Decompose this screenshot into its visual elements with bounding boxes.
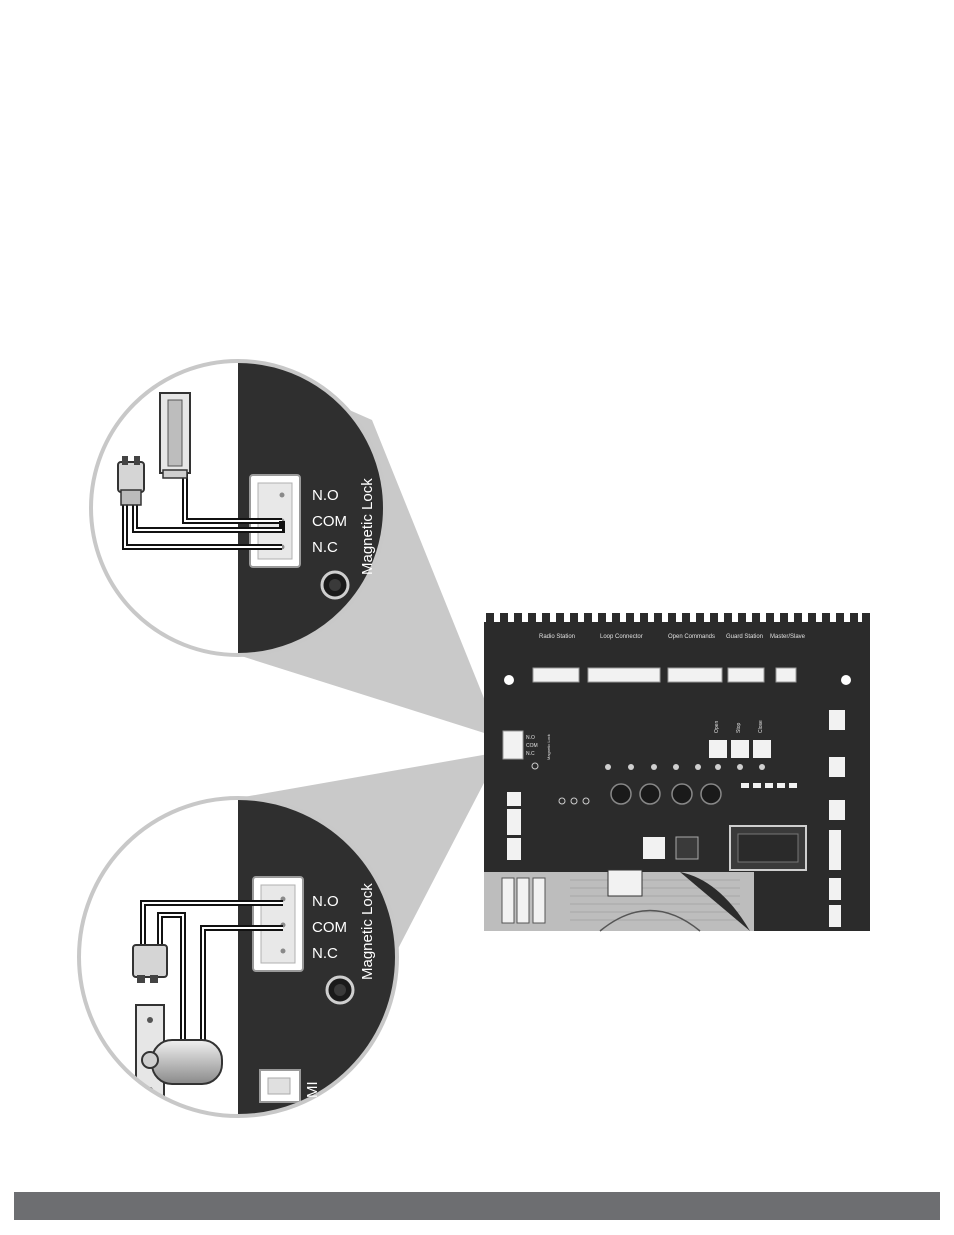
center-button-dark[interactable]	[676, 837, 698, 859]
magnetic-lock-label-top: Magnetic Lock	[359, 478, 376, 575]
center-button-white[interactable]	[643, 837, 665, 859]
right-connector-6	[829, 905, 841, 927]
header-open-commands: Open Commands	[668, 634, 715, 640]
right-connector-4	[829, 830, 841, 870]
close-button-label: Close	[758, 720, 764, 733]
terminal-pin-no	[280, 493, 285, 498]
stop-button[interactable]	[731, 740, 749, 758]
board-label-com: COM	[526, 743, 538, 749]
label-com-bottom: COM	[312, 919, 347, 936]
right-connector-2	[829, 757, 845, 777]
board-hole-left	[504, 675, 514, 685]
label-com-top: COM	[312, 513, 347, 530]
control-board: Radio Station Loop Connector Open Comman…	[484, 613, 870, 931]
right-connector-3	[829, 800, 845, 820]
board-magnetic-lock-title: Magnetic Lock	[546, 734, 551, 760]
label-no-top: N.O	[312, 487, 339, 504]
magnetic-lock-label-bottom: Magnetic Lock	[359, 883, 376, 980]
right-connector-5	[829, 878, 841, 900]
close-button[interactable]	[753, 740, 771, 758]
power-adapter-icon-bottom	[133, 945, 167, 983]
label-nc-bottom: N.C	[312, 945, 338, 962]
board-label-nc: N.C	[526, 751, 535, 757]
board-magnetic-lock-connector	[503, 731, 523, 759]
header-guard-station: Guard Station	[726, 634, 763, 640]
board-label-no: N.O	[526, 735, 535, 741]
stop-button-label: Stop	[736, 722, 742, 733]
open-button[interactable]	[709, 740, 727, 758]
header-radio-station: Radio Station	[539, 634, 575, 640]
board-top-teeth	[486, 613, 870, 623]
magnetic-lock-device-icon	[160, 393, 190, 478]
label-no-bottom: N.O	[312, 893, 339, 910]
header-loop-connector: Loop Connector	[600, 634, 643, 640]
power-adapter-icon	[118, 456, 144, 505]
open-button-label: Open	[714, 721, 720, 733]
board-hole-right	[841, 675, 851, 685]
right-connector-1	[829, 710, 845, 730]
header-master-slave: Master/Slave	[770, 634, 806, 640]
label-nc-top: N.C	[312, 539, 338, 556]
footer-bar	[14, 1192, 940, 1220]
partial-label-mi: MI	[304, 1081, 321, 1098]
